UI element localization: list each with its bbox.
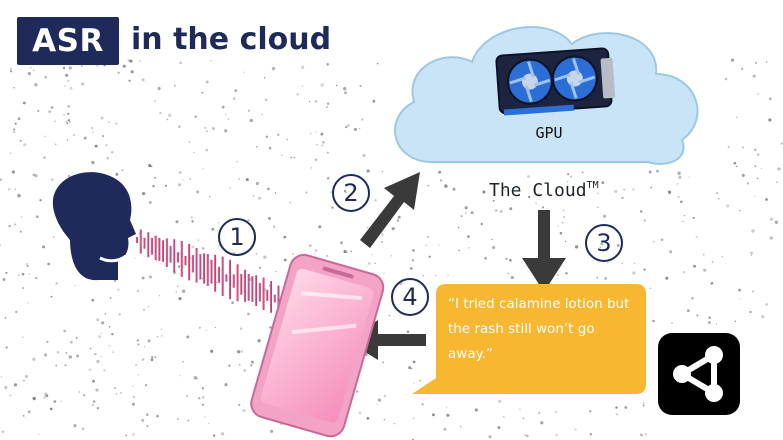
step-number-1: 1 bbox=[229, 223, 245, 251]
step-circle-1 bbox=[218, 218, 256, 256]
gpu-card-icon bbox=[495, 47, 616, 116]
gpu-label: GPU bbox=[535, 124, 563, 142]
speaker-head-icon bbox=[52, 172, 136, 281]
page-title: in the cloud bbox=[131, 22, 332, 57]
cloud-label: The CloudTM bbox=[489, 180, 599, 201]
share-button[interactable] bbox=[658, 333, 740, 415]
arrow-to-cloud bbox=[360, 172, 420, 248]
share-icon bbox=[673, 346, 723, 402]
transcript-text: “I tried calamine lotion but the rash st… bbox=[448, 296, 630, 362]
step-number-3: 3 bbox=[596, 229, 612, 257]
smartphone-icon bbox=[250, 253, 385, 438]
arrow-from-cloud bbox=[522, 210, 566, 292]
title-badge: ASR bbox=[17, 17, 119, 65]
step-circle-2 bbox=[332, 174, 370, 212]
sound-wave-icon bbox=[136, 229, 298, 318]
step-number-2: 2 bbox=[343, 179, 359, 207]
step-circle-3 bbox=[585, 224, 623, 262]
step-circle-4 bbox=[391, 278, 429, 316]
cloud-label-text: The Cloud bbox=[489, 180, 587, 201]
step-number-4: 4 bbox=[402, 283, 418, 311]
title-badge-text: ASR bbox=[32, 23, 104, 59]
trademark-mark: TM bbox=[586, 180, 599, 191]
speech-bubble bbox=[412, 284, 646, 394]
